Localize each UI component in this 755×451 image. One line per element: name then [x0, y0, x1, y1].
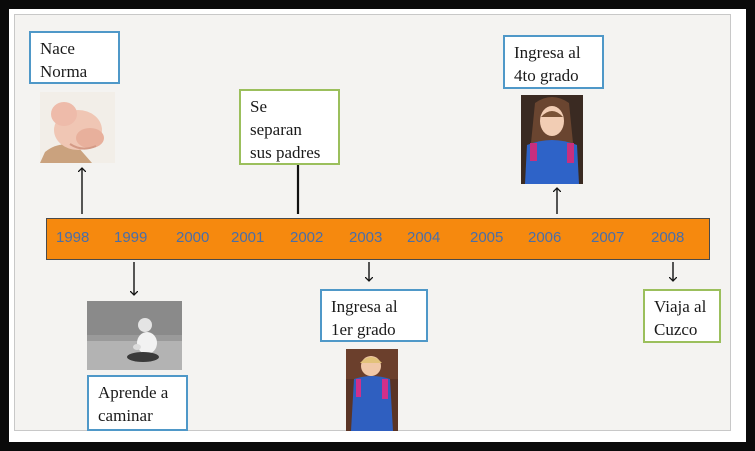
year-label-2005: 2005: [470, 229, 504, 246]
year-label-2008: 2008: [651, 229, 685, 246]
photo-newborn: [40, 92, 115, 163]
year-label-2004: 2004: [407, 229, 441, 246]
year-label-1999: 1999: [114, 229, 148, 246]
photo-child-first-grade: [346, 349, 398, 431]
year-label-2000: 2000: [176, 229, 210, 246]
photo-girl-fourth-grade: [521, 95, 583, 184]
event-label-aprende-a-caminar: Aprende a caminar: [87, 375, 188, 431]
year-label-2006: 2006: [528, 229, 562, 246]
photo-baby-sitting: [87, 301, 182, 370]
timeline-bar: [46, 218, 710, 260]
event-label-viaja-cuzco: Viaja al Cuzco: [643, 289, 721, 343]
event-label-separan-padres: Se separan sus padres: [239, 89, 340, 165]
year-label-1998: 1998: [56, 229, 90, 246]
event-label-nace-norma: Nace Norma: [29, 31, 120, 84]
year-label-2002: 2002: [290, 229, 324, 246]
year-label-2001: 2001: [231, 229, 265, 246]
event-label-ingresa-4to-grado: Ingresa al 4to grado: [503, 35, 604, 89]
year-label-2003: 2003: [349, 229, 383, 246]
year-label-2007: 2007: [591, 229, 625, 246]
event-label-ingresa-1er-grado: Ingresa al 1er grado: [320, 289, 428, 342]
